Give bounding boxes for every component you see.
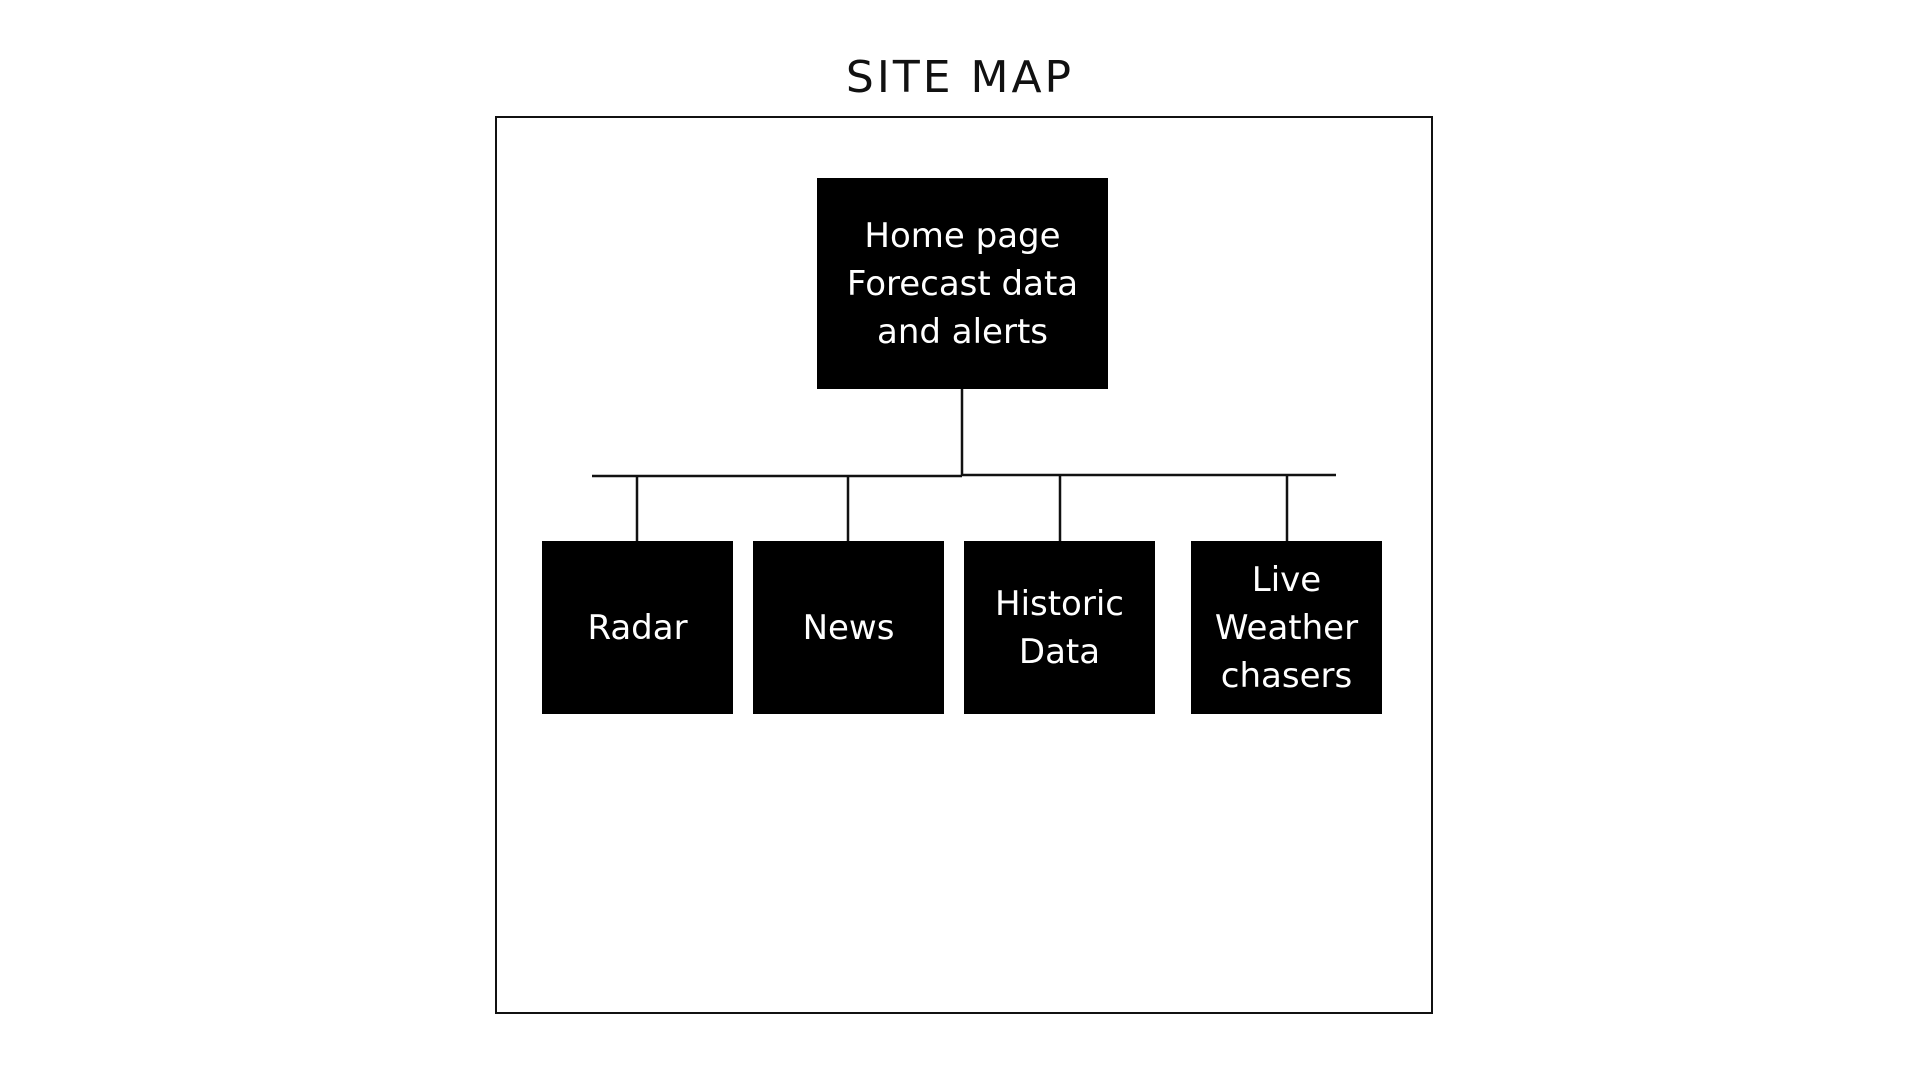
node-label-line: Home page	[864, 215, 1061, 256]
node-label-line: and alerts	[877, 311, 1048, 352]
node-label-line: Forecast data	[846, 263, 1079, 304]
node-label-line: Radar	[587, 607, 688, 648]
node-label-line: Historic	[995, 583, 1124, 624]
node-label-line: Live	[1251, 559, 1322, 600]
node-news[interactable]: News	[753, 541, 944, 714]
node-label-line: Data	[1018, 631, 1101, 672]
node-live-weather-chasers[interactable]: Live Weather chasers	[1191, 541, 1382, 714]
page-title: SITE MAP	[845, 52, 1075, 103]
diagram-frame	[495, 116, 1433, 1014]
node-radar[interactable]: Radar	[542, 541, 733, 714]
node-label-line: News	[802, 607, 895, 648]
node-home-page[interactable]: Home page Forecast data and alerts	[817, 178, 1108, 389]
node-label-line: chasers	[1220, 655, 1353, 696]
node-historic-data[interactable]: Historic Data	[964, 541, 1155, 714]
node-label-line: Weather	[1214, 607, 1359, 648]
